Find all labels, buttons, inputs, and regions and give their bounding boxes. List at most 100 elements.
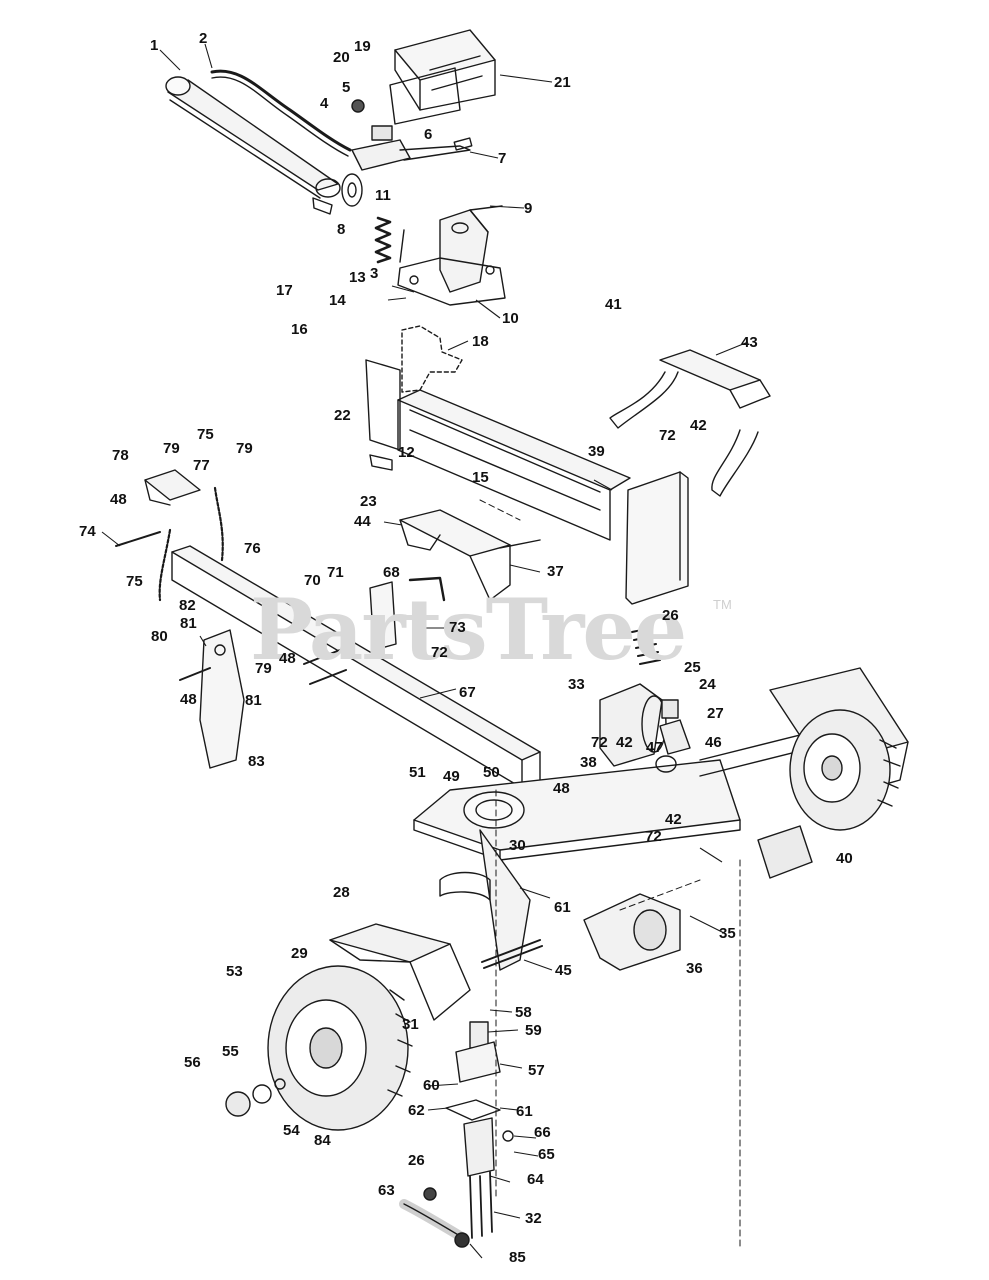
callout-53: 53 bbox=[226, 963, 243, 980]
callout-72a: 72 bbox=[659, 427, 676, 444]
callout-84: 84 bbox=[314, 1132, 331, 1149]
callout-3: 3 bbox=[370, 265, 379, 282]
main-frame bbox=[413, 759, 741, 971]
wheel-left bbox=[267, 965, 413, 1131]
callout-47: 47 bbox=[646, 739, 663, 756]
callout-74: 74 bbox=[79, 523, 96, 540]
callout-44: 44 bbox=[354, 513, 371, 530]
callout-70: 70 bbox=[304, 572, 321, 589]
callout-14: 14 bbox=[329, 292, 346, 309]
callout-67: 67 bbox=[459, 684, 476, 701]
callout-51: 51 bbox=[409, 764, 426, 781]
callout-72d: 72 bbox=[645, 828, 662, 845]
callout-10: 10 bbox=[502, 310, 519, 327]
callout-42a: 42 bbox=[690, 417, 707, 434]
callout-11: 11 bbox=[375, 187, 391, 204]
callout-43: 43 bbox=[741, 334, 758, 351]
callout-60: 60 bbox=[423, 1077, 440, 1094]
callout-45: 45 bbox=[555, 962, 572, 979]
taillight bbox=[757, 825, 813, 879]
callout-19: 19 bbox=[354, 38, 371, 55]
callout-6: 6 bbox=[424, 126, 433, 143]
cradle-bracket bbox=[399, 509, 541, 601]
callout-63: 63 bbox=[378, 1182, 395, 1199]
callout-18: 18 bbox=[472, 333, 489, 350]
callout-13: 13 bbox=[349, 269, 366, 286]
end-plate bbox=[625, 471, 689, 605]
callout-62: 62 bbox=[408, 1102, 425, 1119]
hydraulic-cylinder bbox=[165, 76, 363, 215]
wheel-right bbox=[789, 709, 901, 831]
hydraulic-hose bbox=[210, 69, 352, 152]
callout-56: 56 bbox=[184, 1054, 201, 1071]
callout-36: 36 bbox=[686, 960, 703, 977]
callout-5: 5 bbox=[342, 79, 351, 96]
hitch-coupler bbox=[144, 469, 201, 506]
callout-20: 20 bbox=[333, 49, 350, 66]
callout-39: 39 bbox=[588, 443, 605, 460]
callout-7: 7 bbox=[498, 150, 507, 167]
callout-85: 85 bbox=[509, 1249, 526, 1266]
callout-54: 54 bbox=[283, 1122, 300, 1139]
safety-chain bbox=[213, 486, 224, 562]
callout-35: 35 bbox=[719, 925, 736, 942]
callout-49: 49 bbox=[443, 768, 460, 785]
callout-12: 12 bbox=[398, 444, 415, 461]
main-beam bbox=[365, 359, 631, 541]
callout-1: 1 bbox=[150, 37, 159, 54]
callout-59: 59 bbox=[525, 1022, 542, 1039]
callout-2: 2 bbox=[199, 30, 208, 47]
callout-22: 22 bbox=[334, 407, 351, 424]
callout-79c: 79 bbox=[255, 660, 272, 677]
callout-28: 28 bbox=[333, 884, 350, 901]
callout-72c: 72 bbox=[591, 734, 608, 751]
callout-48c: 48 bbox=[180, 691, 197, 708]
callout-81b: 81 bbox=[245, 692, 262, 709]
handle bbox=[408, 576, 446, 602]
callout-77: 77 bbox=[193, 457, 210, 474]
callout-81a: 81 bbox=[180, 615, 197, 632]
tongue-beam bbox=[171, 545, 541, 789]
filter-assembly bbox=[631, 627, 691, 773]
callout-46: 46 bbox=[705, 734, 722, 751]
callout-50: 50 bbox=[483, 764, 500, 781]
callout-65: 65 bbox=[538, 1146, 555, 1163]
callout-17: 17 bbox=[276, 282, 293, 299]
callout-66: 66 bbox=[534, 1124, 551, 1141]
callout-48b: 48 bbox=[279, 650, 296, 667]
callout-82: 82 bbox=[179, 597, 196, 614]
callout-37: 37 bbox=[547, 563, 564, 580]
callout-40: 40 bbox=[836, 850, 853, 867]
top-guard bbox=[609, 349, 771, 497]
engine-mount bbox=[583, 893, 681, 971]
callout-32: 32 bbox=[525, 1210, 542, 1227]
hydraulic-pump-assembly bbox=[445, 1021, 514, 1239]
callout-23: 23 bbox=[360, 493, 377, 510]
hub-cap bbox=[225, 1078, 286, 1117]
callout-41: 41 bbox=[605, 296, 622, 313]
callout-68: 68 bbox=[383, 564, 400, 581]
watermark-text: PartsTree bbox=[250, 580, 687, 679]
control-valve bbox=[351, 99, 473, 171]
callout-75b: 75 bbox=[126, 573, 143, 590]
callout-33: 33 bbox=[568, 676, 585, 693]
callout-26c: 26 bbox=[408, 1152, 425, 1169]
callout-76: 76 bbox=[244, 540, 261, 557]
watermark-trademark: TM bbox=[713, 597, 732, 612]
spring bbox=[374, 216, 392, 264]
fender-left bbox=[329, 923, 471, 1021]
callout-61b: 61 bbox=[516, 1103, 533, 1120]
callout-26: 26 bbox=[662, 607, 679, 624]
callout-79b: 79 bbox=[236, 440, 253, 457]
beam-plate bbox=[401, 325, 463, 393]
callout-21: 21 bbox=[554, 74, 571, 91]
splitting-wedge bbox=[397, 209, 506, 306]
callout-75a: 75 bbox=[197, 426, 214, 443]
callout-38: 38 bbox=[580, 754, 597, 771]
callout-64: 64 bbox=[527, 1171, 544, 1188]
callout-25: 25 bbox=[684, 659, 701, 676]
callout-79a: 79 bbox=[163, 440, 180, 457]
callout-4: 4 bbox=[320, 95, 329, 112]
callout-24: 24 bbox=[699, 676, 716, 693]
callout-80: 80 bbox=[151, 628, 168, 645]
